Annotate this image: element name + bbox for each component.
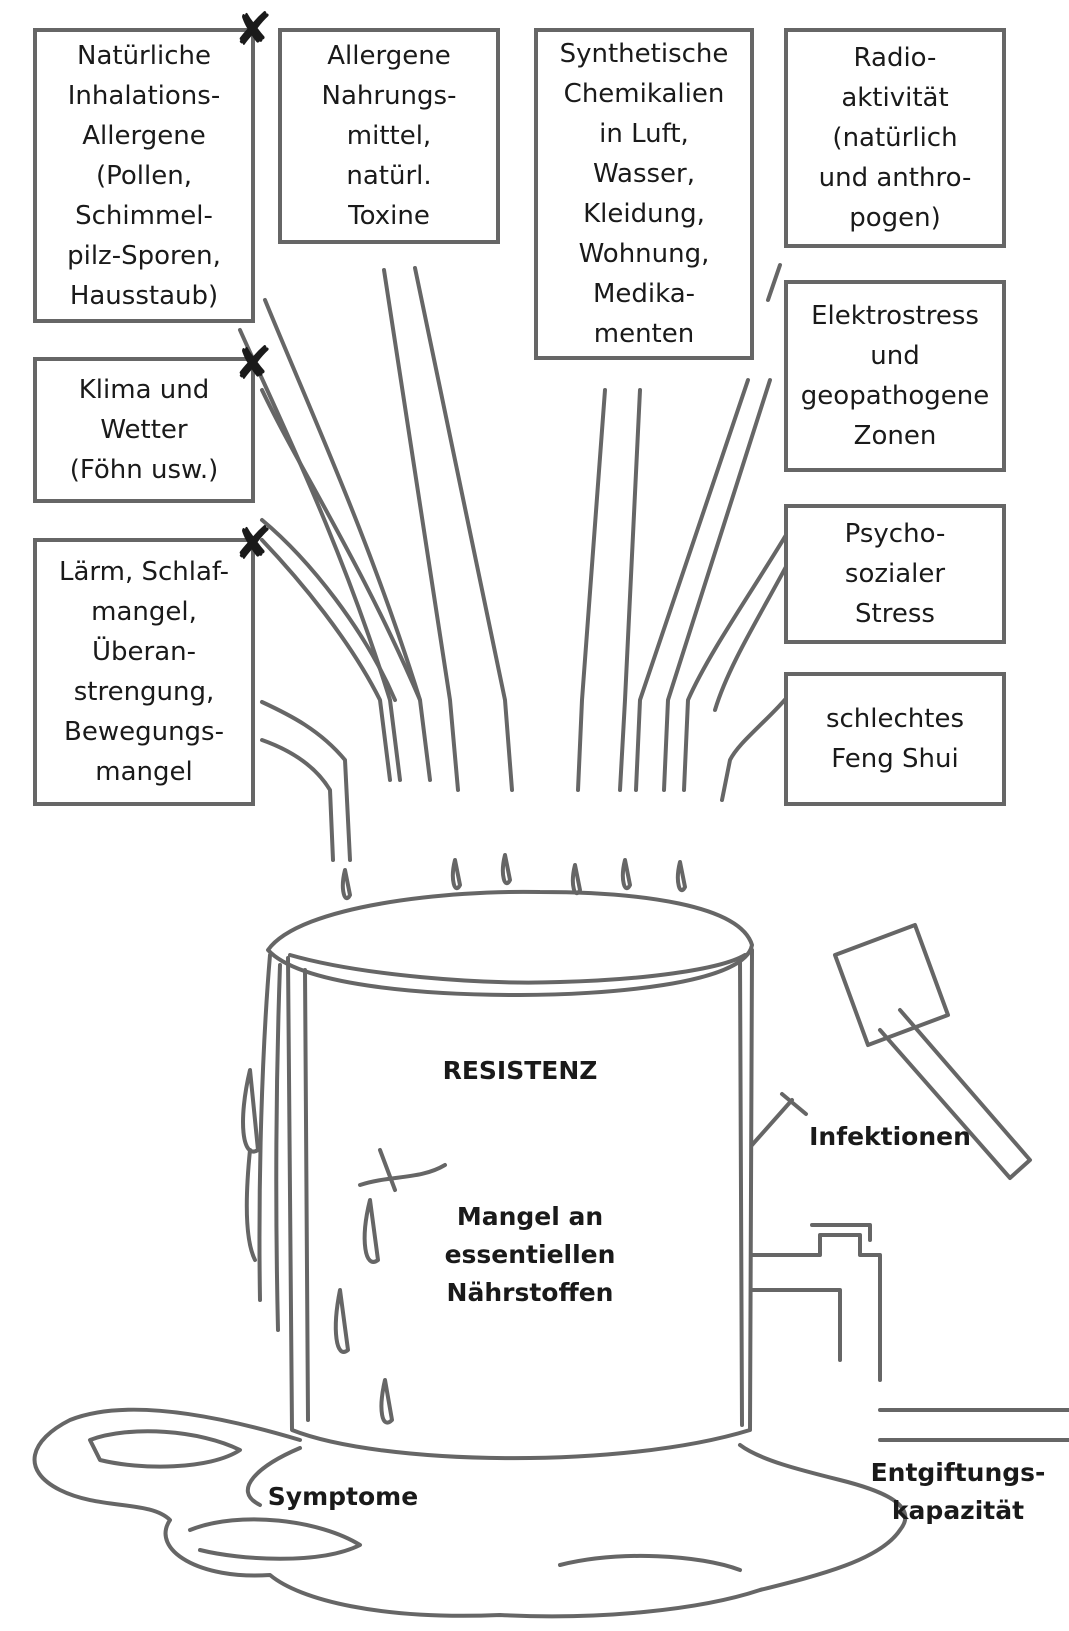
pipe-3: [262, 702, 350, 860]
source-label: Klima und Wetter (Föhn usw.): [70, 370, 219, 490]
source-box-electrostress: Elektrostress und geopathogene Zonen: [784, 280, 1006, 472]
source-box-food-allergens: Allergene Nahrungs- mittel, natürl. Toxi…: [278, 28, 500, 244]
faucet: [752, 1235, 880, 1380]
label-infections: Infektionen: [790, 1118, 990, 1156]
cross-mark-icon: ✘: [234, 6, 273, 52]
source-label: Elektrostress und geopathogene Zonen: [801, 296, 989, 456]
cross-mark-icon: ✘: [234, 520, 273, 566]
label-resistance: RESISTENZ: [400, 1052, 640, 1090]
source-label: Psycho- sozialer Stress: [845, 514, 946, 634]
pipe-5: [578, 390, 605, 790]
label-detox-capacity: Entgiftungs- kapazität: [858, 1454, 1058, 1530]
pipe-2: [262, 390, 420, 700]
hammer-head: [835, 925, 948, 1045]
source-label: Radio- aktivität (natürlich und anthro- …: [819, 38, 972, 238]
pipe-6: [636, 380, 748, 790]
label-nutrient-deficiency: Mangel an essentiellen Nährstoffen: [410, 1198, 650, 1312]
source-box-inhalation-allergens: Natürliche Inhalations- Allergene (Polle…: [33, 28, 255, 323]
source-box-noise-sleep: Lärm, Schlaf- mangel, Überan- strengung,…: [33, 538, 255, 806]
source-label: Natürliche Inhalations- Allergene (Polle…: [67, 36, 221, 316]
drain-pipe: [880, 1410, 1069, 1440]
source-box-psychosocial-stress: Psycho- sozialer Stress: [784, 504, 1006, 644]
source-box-synthetic-chemicals: Synthetische Chemikalien in Luft, Wasser…: [534, 28, 754, 360]
source-box-radioactivity: Radio- aktivität (natürlich und anthro- …: [784, 28, 1006, 248]
puddle: [35, 1410, 906, 1617]
source-label: Allergene Nahrungs- mittel, natürl. Toxi…: [322, 36, 457, 236]
source-label: schlechtes Feng Shui: [826, 699, 964, 779]
source-label: Lärm, Schlaf- mangel, Überan- strengung,…: [59, 552, 229, 792]
source-box-feng-shui: schlechtes Feng Shui: [784, 672, 1006, 806]
cross-mark-icon: ✘: [234, 340, 273, 386]
label-symptoms: Symptome: [248, 1478, 438, 1516]
source-label: Synthetische Chemikalien in Luft, Wasser…: [560, 34, 729, 354]
barrel-top: [268, 892, 752, 995]
source-box-climate-weather: Klima und Wetter (Föhn usw.): [33, 357, 255, 503]
